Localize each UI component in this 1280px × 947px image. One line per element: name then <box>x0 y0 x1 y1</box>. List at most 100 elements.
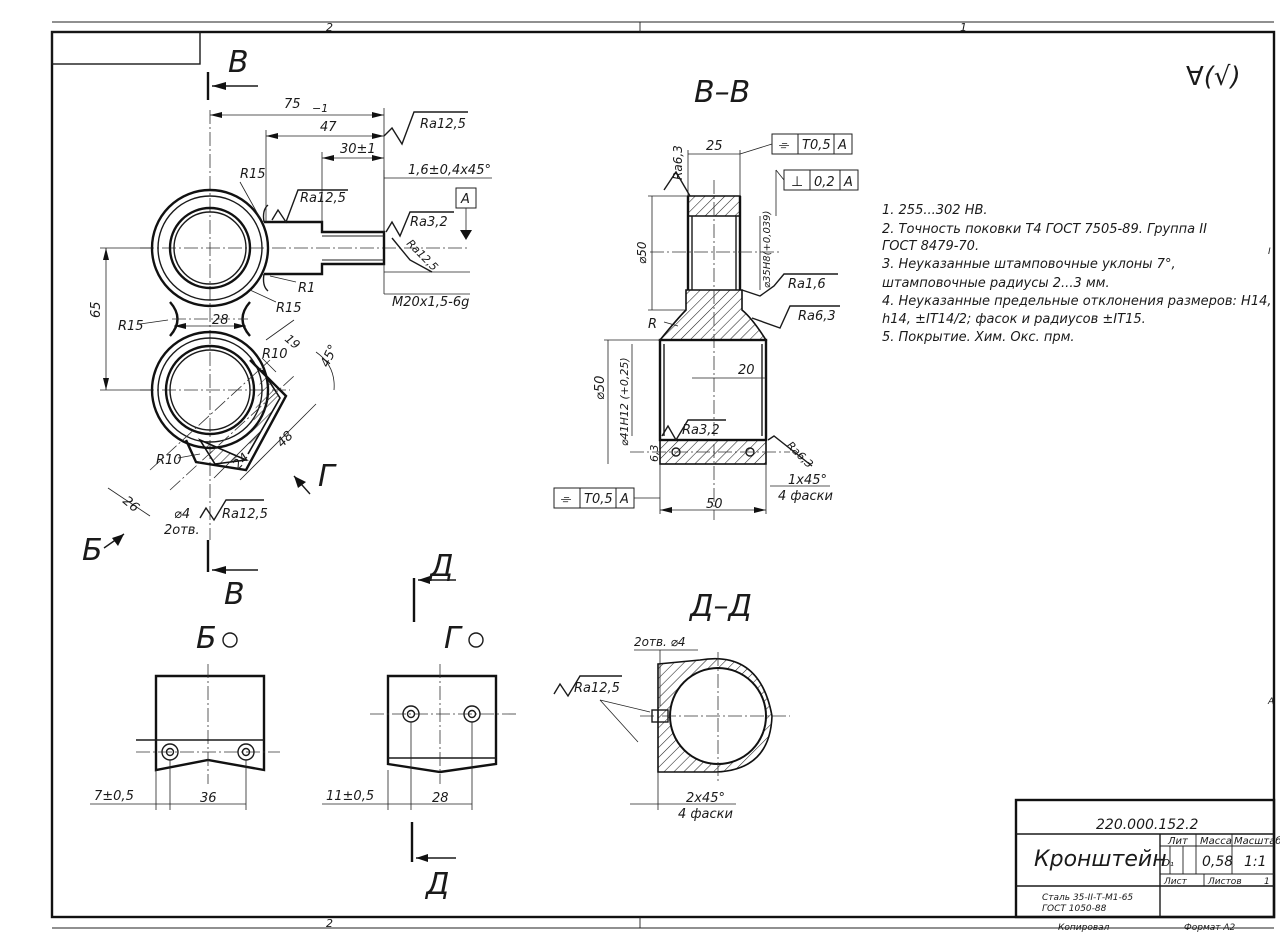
bb-rough-ra6-slant: Ra6,3 <box>784 439 816 471</box>
tol-perp-value: 0,2 <box>814 175 835 190</box>
bb-rough-ra1-6: Ra1,6 <box>788 277 826 292</box>
dim-holes-count: 2отв. <box>164 523 200 538</box>
bb-dim-chamfer: 1x45° <box>788 473 827 488</box>
edge-mark-i: I <box>1268 247 1271 257</box>
section-b-b-title: В–В <box>694 75 750 110</box>
upper-bore <box>168 206 252 290</box>
cut-label-bottom: В <box>224 577 245 612</box>
bb-dim-35h8: ⌀35H8(+0,039) <box>762 211 773 288</box>
bb-rough-ra3-2: Ra3,2 <box>682 423 720 438</box>
view-b: Б 7±0,5 36 <box>90 621 280 810</box>
view-g: Г 11±0,5 28 Д Д <box>322 549 516 902</box>
bb-dim-r: R <box>648 317 657 332</box>
bb-rough-ra6-right: Ra6,3 <box>798 309 836 324</box>
rough-ra12-top: Ra12,5 <box>420 117 466 132</box>
zone-label-bottom: 2 <box>326 917 333 930</box>
threaded-stub <box>264 220 386 276</box>
frame-border <box>50 30 1276 919</box>
tb-lit-header: Лит <box>1167 836 1189 847</box>
view-b-title: Б <box>196 621 217 656</box>
dim-75-tol: −1 <box>312 102 328 115</box>
edge-mark-a: A <box>1267 697 1274 707</box>
dim-r15-top: R15 <box>240 167 266 182</box>
tol-top-datum: A <box>837 138 847 153</box>
tol-top-value: T0,5 <box>802 138 831 153</box>
bb-rough-ra6-top: Ra6,3 <box>671 145 685 180</box>
section-d-d-title: Д–Д <box>688 589 752 624</box>
tb-lit-value: О₁ <box>1162 858 1174 869</box>
note-line-2: 2. Точность поковки Т4 ГОСТ 7505-89. Гру… <box>882 222 1207 237</box>
zone-label-1: 1 <box>960 21 967 34</box>
tolerance-frame-perp: ⊥ 0,2 A <box>775 169 859 216</box>
dim-65: 65 <box>89 301 104 318</box>
section-d-d: Д–Д 2отв. ⌀4 Ra12,5 2x45° 4 фаски <box>553 589 790 822</box>
dim-r15-left: R15 <box>118 319 144 334</box>
bb-dim-50-upper: ⌀50 <box>635 241 649 264</box>
note-line-1: 1. 255...302 HB. <box>882 203 988 218</box>
dim-26: 26 <box>119 494 141 516</box>
dim-47: 47 <box>320 120 337 135</box>
title-block: 220.000.152.2 Кронштейн Лит Масса Масшта… <box>1014 798 1280 933</box>
view-g-dim-28: 28 <box>432 791 449 806</box>
tb-sheets-label: Листов <box>1207 877 1242 887</box>
dd-chamfer-count: 4 фаски <box>678 807 733 822</box>
cut-d-top: Д <box>428 549 453 584</box>
dim-48: 48 <box>274 429 296 451</box>
view-b-dim-7: 7±0,5 <box>94 789 134 804</box>
bb-dim-50-lower: ⌀50 <box>593 376 608 400</box>
dim-75: 75 <box>284 97 301 112</box>
note-line-4: 3. Неуказанные штамповочные уклоны 7°, <box>882 257 1176 272</box>
view-b-outline <box>154 674 266 772</box>
dim-thread: M20x1,5-6g <box>392 295 469 310</box>
tol-perp-symbol: ⊥ <box>791 174 803 190</box>
cut-d-bottom: Д <box>424 867 449 902</box>
dd-rough-ra12: Ra12,5 <box>574 681 620 696</box>
tb-sheet-label: Лист <box>1163 877 1188 887</box>
tb-scale-value: 1:1 <box>1244 854 1267 870</box>
bb-dim-41h12: ⌀41H12 (+0,25) <box>618 357 631 446</box>
rough-ra12-holes: Ra12,5 <box>222 507 268 522</box>
dim-r1: R1 <box>298 281 315 296</box>
note-line-7: h14, ±IT14/2; фасок и радиусов ±IT15. <box>882 312 1146 327</box>
rough-ra3-2: Ra3,2 <box>410 215 448 230</box>
tb-part-name: Кронштейн <box>1034 847 1167 872</box>
tb-sheets-value: 1 <box>1264 877 1270 887</box>
datum-a-label: A <box>460 192 470 207</box>
lug-body <box>184 359 288 472</box>
tb-copied: Копировал <box>1058 923 1110 933</box>
tol-bottom-value: T0,5 <box>584 492 613 507</box>
sheet-frame: 2 1 2 <box>50 21 1276 930</box>
view-arrow-b: Б <box>82 533 103 568</box>
dim-28: 28 <box>212 313 229 328</box>
bb-dim-50-width: 50 <box>706 497 723 512</box>
note-line-8: 5. Покрытие. Хим. Окс. прм. <box>882 330 1075 345</box>
rough-ra-slant: Ra12,5 <box>404 237 441 274</box>
dim-angle-45: 45° <box>318 342 341 369</box>
zone-label-2: 2 <box>326 21 333 34</box>
view-g-dim-11: 11±0,5 <box>326 789 374 804</box>
main-dimensions: 75 −1 47 30±1 1,6±0,4x45° Ra12,5 R15 <box>82 97 492 568</box>
tb-designation: 220.000.152.2 <box>1096 817 1199 833</box>
main-view: В В <box>82 45 492 612</box>
note-line-6: 4. Неуказанные предельные отклонения раз… <box>882 294 1272 309</box>
rough-ra12-shank: Ra12,5 <box>300 191 346 206</box>
note-line-5: штамповочные радиусы 2...3 мм. <box>882 276 1110 291</box>
dd-chamfer: 2x45° <box>686 791 725 806</box>
tol-perp-datum: A <box>843 175 853 190</box>
cut-label-top: В <box>228 45 249 80</box>
tolerance-frame-sym-top: ⌯ T0,5 A <box>739 133 853 155</box>
general-roughness: ∀(√) <box>1186 62 1241 92</box>
bb-dim-25: 25 <box>706 139 723 154</box>
dim-r10-lower: R10 <box>156 453 182 468</box>
dim-hole-d4: ⌀4 <box>174 507 190 522</box>
view-b-dim-36: 36 <box>200 791 217 806</box>
dim-chamfer: 1,6±0,4x45° <box>408 163 491 178</box>
dim-r15-mid: R15 <box>276 301 302 316</box>
top-left-stamp-box <box>51 31 201 65</box>
tb-mass-value: 0,58 <box>1202 854 1233 870</box>
view-arrow-g: Г <box>318 459 337 494</box>
tolerance-frame-sym-bottom: ⌯ T0,5 A <box>553 487 660 509</box>
section-b-b: В–В ⌯ T0,5 A 25 <box>553 75 859 520</box>
